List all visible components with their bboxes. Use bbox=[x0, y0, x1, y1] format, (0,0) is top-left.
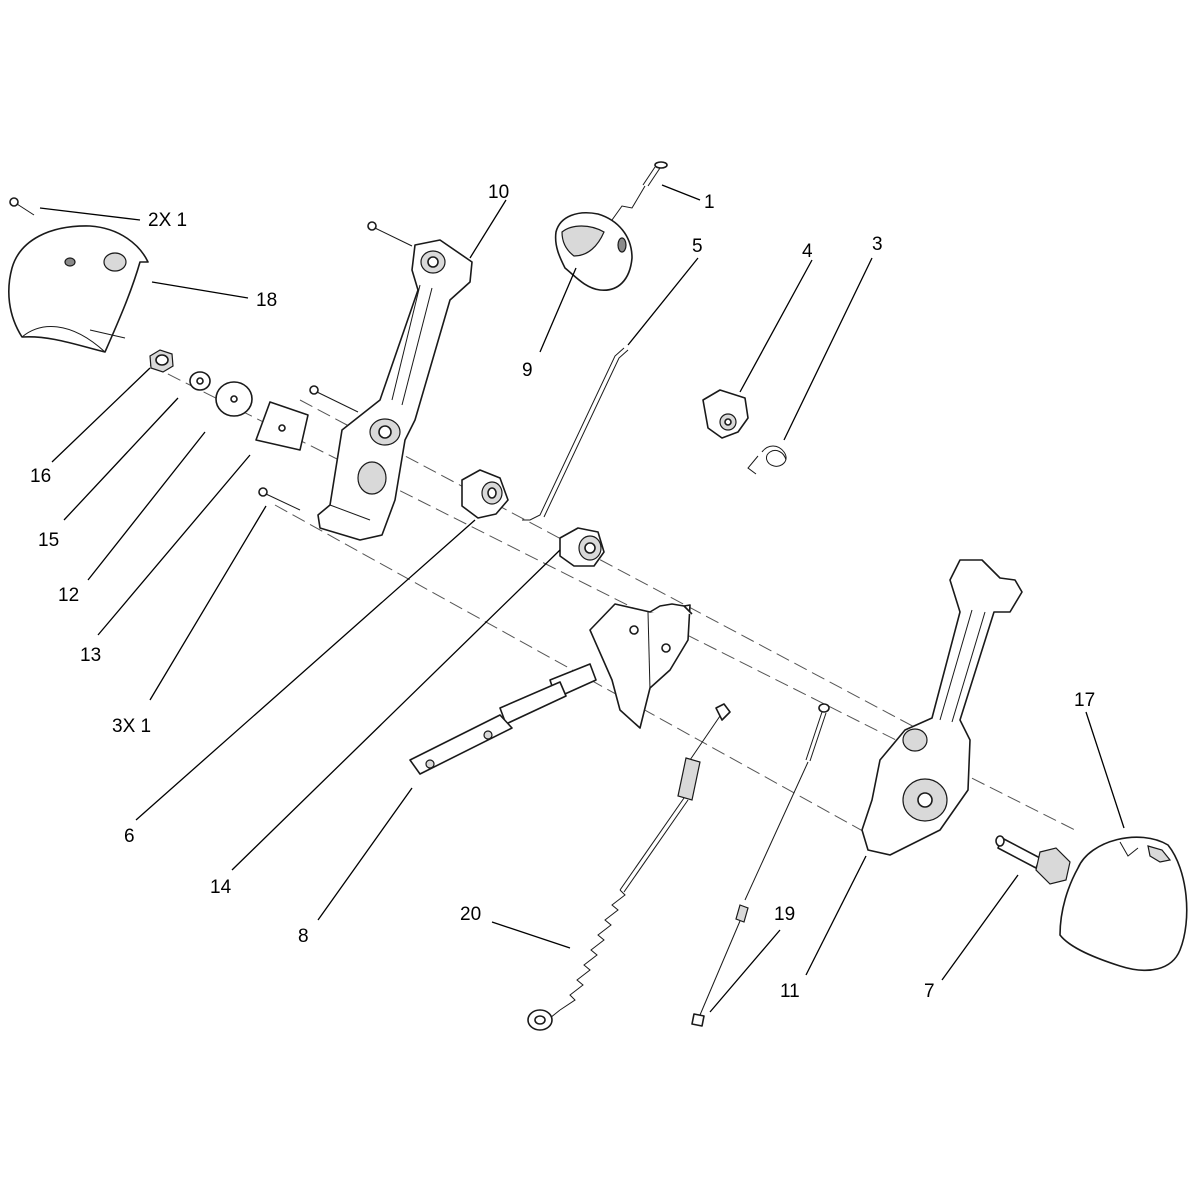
part-3x1-screw bbox=[258, 487, 301, 511]
part-5-rod bbox=[522, 347, 629, 521]
part-3-spring bbox=[747, 445, 787, 475]
part-12-washer bbox=[215, 381, 253, 417]
callout-20: 20 bbox=[460, 904, 481, 925]
part-19-cable bbox=[691, 703, 830, 1027]
callout-18: 18 bbox=[256, 290, 277, 311]
callout-labels: 1 2X 1 3 4 5 6 7 8 9 10 11 12 13 14 15 1… bbox=[30, 182, 1095, 1002]
callout-12: 12 bbox=[58, 585, 79, 606]
callout-7: 7 bbox=[924, 981, 935, 1002]
part-1-pin bbox=[611, 161, 668, 221]
callout-11: 11 bbox=[780, 981, 800, 1002]
callout-5: 5 bbox=[692, 236, 703, 257]
part-7-bolt bbox=[995, 835, 1071, 885]
callout-2x1: 2X 1 bbox=[148, 210, 187, 231]
part-20-spring-cable bbox=[527, 703, 731, 1031]
part-10-left-lever bbox=[309, 221, 473, 541]
callout-4: 4 bbox=[802, 241, 813, 262]
part-9-handle-cap bbox=[554, 212, 633, 291]
part-8-shaft-bracket bbox=[409, 603, 693, 775]
part-14-bushing bbox=[559, 527, 605, 567]
leader-lines bbox=[39, 184, 1125, 1013]
callout-13: 13 bbox=[80, 645, 101, 666]
part-17-right-cover bbox=[1059, 836, 1188, 972]
callout-17: 17 bbox=[1074, 690, 1095, 711]
part-2-screw bbox=[9, 197, 35, 216]
part-15-washer bbox=[189, 371, 211, 391]
callout-10: 10 bbox=[488, 182, 509, 203]
callout-3: 3 bbox=[872, 234, 883, 255]
callout-3x1: 3X 1 bbox=[112, 716, 151, 737]
callout-8: 8 bbox=[298, 926, 309, 947]
part-6-bushing bbox=[461, 469, 509, 519]
part-16-nut bbox=[149, 349, 174, 373]
callout-14: 14 bbox=[210, 877, 232, 898]
part-18-left-cover bbox=[8, 225, 149, 353]
callout-15: 15 bbox=[38, 530, 59, 551]
callout-19: 19 bbox=[774, 904, 795, 925]
part-4-bracket bbox=[702, 389, 749, 439]
callout-16: 16 bbox=[30, 466, 51, 487]
part-13-plate bbox=[255, 401, 309, 451]
callout-9: 9 bbox=[522, 360, 533, 381]
part-11-right-lever bbox=[861, 559, 1023, 856]
callout-1: 1 bbox=[704, 192, 715, 213]
callout-6: 6 bbox=[124, 826, 135, 847]
